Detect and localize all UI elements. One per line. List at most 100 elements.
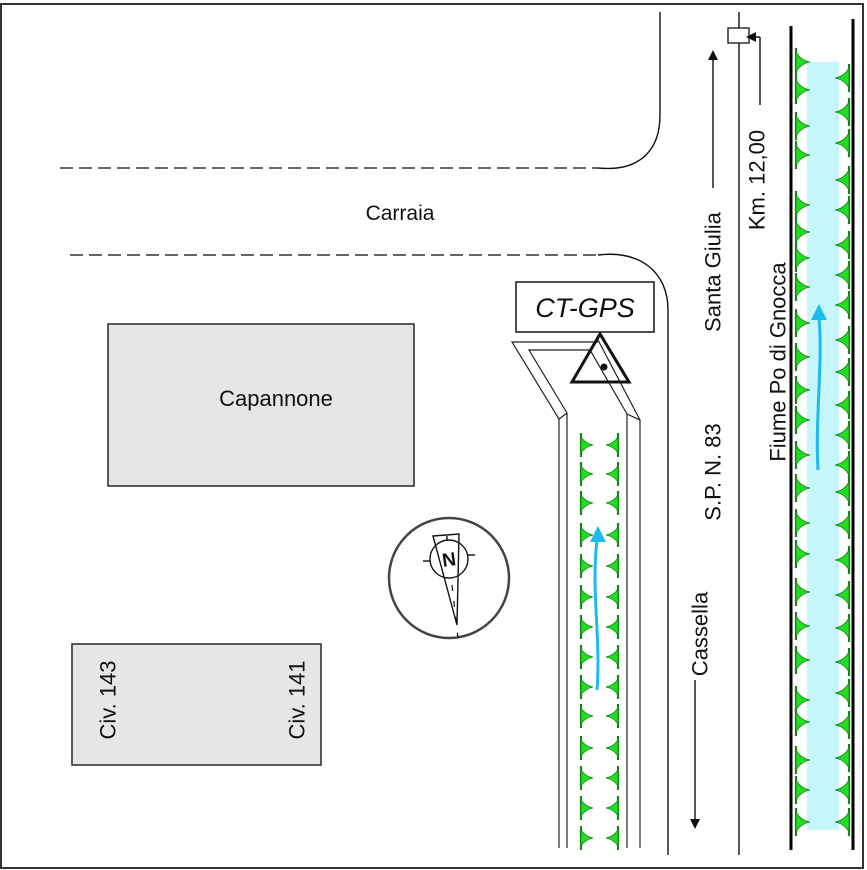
reed-vegetation-icon bbox=[834, 451, 851, 479]
reed-vegetation-icon bbox=[794, 141, 811, 169]
reed-vegetation-icon bbox=[605, 736, 620, 760]
cassella-label: Cassella bbox=[688, 591, 713, 676]
civici-rect bbox=[71, 643, 322, 766]
ct-gps-label: CT-GPS bbox=[535, 293, 635, 323]
reed-vegetation-icon bbox=[834, 358, 851, 386]
reed-vegetation-icon bbox=[579, 433, 594, 457]
reed-vegetation-icon bbox=[605, 704, 620, 728]
reed-vegetation-icon bbox=[605, 645, 620, 669]
reed-vegetation-icon bbox=[579, 585, 594, 609]
reed-vegetation-icon bbox=[579, 491, 594, 515]
reed-vegetation-icon bbox=[794, 218, 811, 246]
reed-vegetation-icon bbox=[834, 511, 851, 539]
reed-vegetation-icon bbox=[579, 704, 594, 728]
reed-vegetation-icon bbox=[834, 64, 851, 92]
reed-vegetation-icon bbox=[834, 546, 851, 574]
reed-vegetation-icon bbox=[579, 554, 594, 578]
reed-vegetation-icon bbox=[579, 615, 594, 639]
capannone-label: Capannone bbox=[219, 386, 333, 411]
km-marker-label: Km. 12,00 bbox=[745, 130, 770, 230]
reed-vegetation-icon bbox=[834, 98, 851, 126]
reed-vegetation-icon bbox=[794, 612, 811, 640]
reed-vegetation-icon bbox=[794, 708, 811, 736]
channel-cap-left bbox=[558, 412, 568, 420]
civ-143-label: Civ. 143 bbox=[96, 660, 121, 739]
reed-vegetation-icon bbox=[794, 808, 811, 836]
km-marker-box bbox=[727, 27, 750, 44]
reed-vegetation-icon bbox=[794, 474, 811, 502]
building-civici: Civ. 143 Civ. 141 bbox=[71, 643, 322, 766]
reed-vegetation-icon bbox=[579, 462, 594, 486]
triangle-station-icon bbox=[569, 331, 632, 384]
reed-vegetation-icon bbox=[794, 540, 811, 568]
channel-inner bbox=[527, 349, 628, 848]
ct-gps-box bbox=[515, 281, 655, 333]
reed-vegetation-icon bbox=[834, 391, 851, 419]
reed-vegetation-icon bbox=[834, 478, 851, 506]
compass-north-label: N bbox=[441, 549, 458, 572]
channel-flow-arrow bbox=[590, 526, 606, 691]
north-compass-icon: N bbox=[387, 516, 511, 640]
channel-vegetation bbox=[579, 433, 620, 850]
reed-vegetation-icon bbox=[834, 776, 851, 804]
carraia-road bbox=[60, 12, 669, 855]
civ-141-label: Civ. 141 bbox=[285, 660, 310, 739]
reed-vegetation-icon bbox=[579, 796, 594, 820]
reed-vegetation-icon bbox=[834, 166, 851, 194]
reed-vegetation-icon bbox=[794, 646, 811, 674]
reed-vegetation-icon bbox=[579, 523, 594, 547]
reed-vegetation-icon bbox=[794, 309, 811, 337]
water-flow-arrow-icon bbox=[590, 526, 606, 691]
reed-vegetation-icon bbox=[834, 648, 851, 676]
reed-vegetation-icon bbox=[605, 462, 620, 486]
reed-vegetation-icon bbox=[605, 766, 620, 790]
reed-vegetation-icon bbox=[794, 578, 811, 606]
river: Fiume Po di Gnocca bbox=[766, 19, 855, 850]
reed-vegetation-icon bbox=[794, 343, 811, 371]
carraia-north-curve bbox=[597, 12, 661, 170]
reed-vegetation-icon bbox=[605, 826, 620, 850]
river-label: Fiume Po di Gnocca bbox=[766, 262, 791, 462]
road-number-label: S.P. N. 83 bbox=[701, 423, 726, 520]
reed-vegetation-icon bbox=[834, 711, 851, 739]
reed-vegetation-icon bbox=[579, 736, 594, 760]
reed-vegetation-icon bbox=[794, 746, 811, 774]
reed-vegetation-icon bbox=[834, 421, 851, 449]
reed-vegetation-icon bbox=[605, 796, 620, 820]
reed-vegetation-icon bbox=[605, 433, 620, 457]
capannone-rect bbox=[107, 323, 415, 487]
reed-vegetation-icon bbox=[794, 406, 811, 434]
ct-gps-station: CT-GPS bbox=[515, 281, 655, 384]
reed-vegetation-icon bbox=[579, 766, 594, 790]
reed-vegetation-icon bbox=[794, 509, 811, 537]
km-marker: Km. 12,00 bbox=[727, 27, 770, 230]
reed-vegetation-icon bbox=[605, 675, 620, 699]
river-water bbox=[807, 62, 839, 830]
reed-vegetation-icon bbox=[834, 196, 851, 224]
carraia-label: Carraia bbox=[366, 202, 435, 225]
reed-vegetation-icon bbox=[605, 585, 620, 609]
reed-vegetation-icon bbox=[605, 523, 620, 547]
reed-vegetation-icon bbox=[579, 675, 594, 699]
reed-vegetation-icon bbox=[605, 615, 620, 639]
reed-vegetation-icon bbox=[794, 48, 811, 76]
river-vegetation bbox=[794, 48, 851, 836]
compass-inner-ring bbox=[429, 539, 469, 579]
reed-vegetation-icon bbox=[834, 261, 851, 289]
reed-vegetation-icon bbox=[834, 581, 851, 609]
compass-needle bbox=[432, 533, 460, 626]
reed-vegetation-icon bbox=[834, 744, 851, 772]
reed-vegetation-icon bbox=[834, 291, 851, 319]
reed-vegetation-icon bbox=[834, 231, 851, 259]
reed-vegetation-icon bbox=[834, 614, 851, 642]
reed-vegetation-icon bbox=[834, 326, 851, 354]
reed-vegetation-icon bbox=[834, 129, 851, 157]
reed-vegetation-icon bbox=[834, 679, 851, 707]
station-point bbox=[600, 363, 608, 371]
drainage-channel bbox=[510, 339, 641, 850]
channel-cap-right bbox=[626, 413, 641, 421]
reed-vegetation-icon bbox=[794, 244, 811, 272]
building-capannone: Capannone bbox=[107, 323, 415, 487]
reed-vegetation-icon bbox=[605, 554, 620, 578]
